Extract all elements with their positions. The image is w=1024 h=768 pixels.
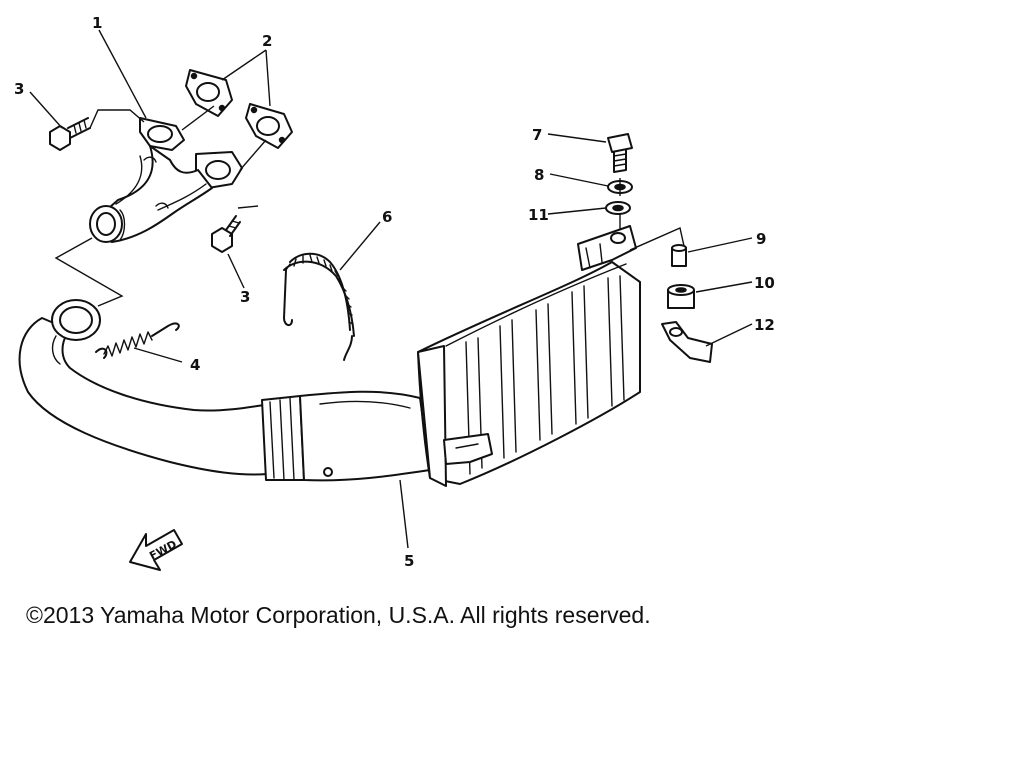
damper xyxy=(667,284,695,309)
callout-6: 6 xyxy=(382,208,392,226)
washer-plain xyxy=(605,201,631,215)
callout-leaders xyxy=(29,29,753,549)
bolt-lower xyxy=(211,215,241,253)
callout-8: 8 xyxy=(534,166,544,184)
assembly-lines xyxy=(54,105,685,307)
collar xyxy=(671,244,687,267)
callout-11: 11 xyxy=(528,206,549,224)
callout-10: 10 xyxy=(754,274,775,292)
spring-with-cover xyxy=(283,252,355,361)
callout-4: 4 xyxy=(190,356,200,374)
spring xyxy=(95,322,180,359)
bracket xyxy=(661,321,713,363)
callout-2: 2 xyxy=(262,32,272,50)
exhaust-pipe-1 xyxy=(89,117,243,243)
fwd-arrow-icon: FWD xyxy=(129,529,183,571)
muffler xyxy=(18,225,641,487)
callout-3-upper: 3 xyxy=(14,80,24,98)
callout-7: 7 xyxy=(532,126,542,144)
bolt-upper-left xyxy=(49,117,91,151)
callout-3-lower: 3 xyxy=(240,288,250,306)
gasket-pair xyxy=(185,69,293,149)
callout-12: 12 xyxy=(754,316,775,334)
callout-5: 5 xyxy=(404,552,414,570)
copyright-notice: ©2013 Yamaha Motor Corporation, U.S.A. A… xyxy=(26,602,651,628)
bolt-top xyxy=(607,133,633,173)
callout-9: 9 xyxy=(756,230,766,248)
callouts: 1 2 3 3 4 5 6 7 8 9 10 11 12 xyxy=(14,14,775,570)
exploded-parts-drawing: 1 2 3 3 4 5 6 7 8 9 10 11 12 FWD xyxy=(14,14,775,571)
callout-1: 1 xyxy=(92,14,102,32)
